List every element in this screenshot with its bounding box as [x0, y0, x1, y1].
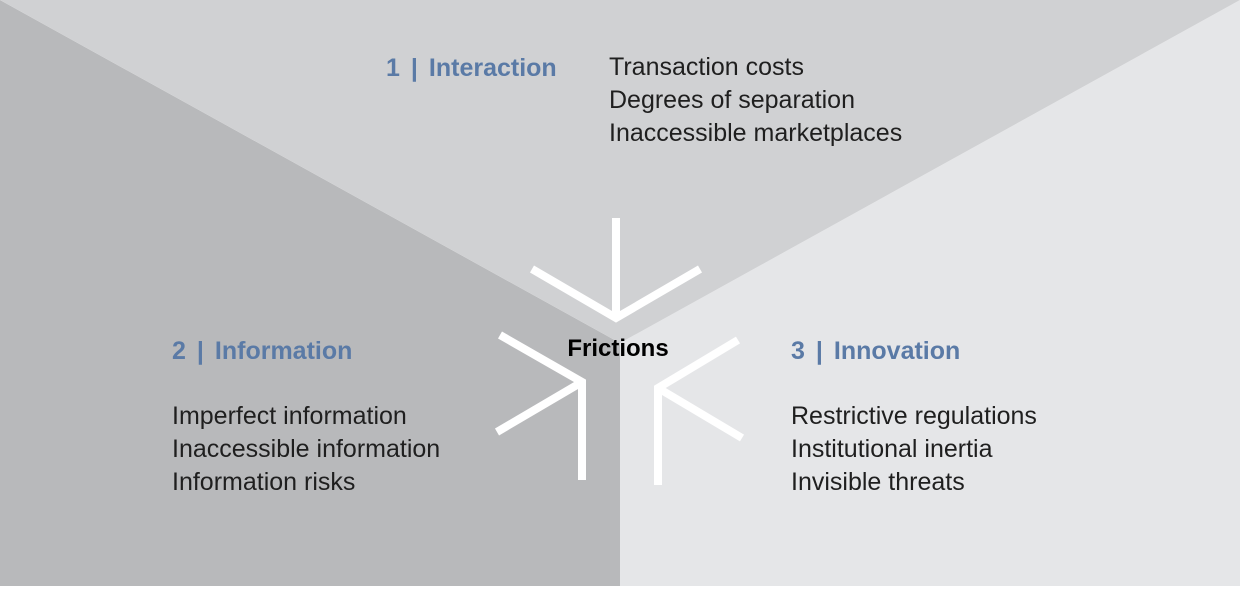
list-item: Degrees of separation	[609, 86, 855, 114]
interaction-heading: 1 | Interaction	[386, 53, 557, 83]
list-item: Imperfect information	[172, 402, 407, 430]
section-separator: |	[410, 54, 418, 82]
bottom-strip	[0, 586, 1240, 589]
section-number: 2	[172, 337, 186, 365]
section-separator: |	[815, 337, 823, 365]
list-item: Transaction costs	[609, 53, 804, 81]
list-item: Information risks	[172, 468, 356, 496]
section-number: 1	[386, 54, 400, 82]
arrow-right-icon	[494, 331, 586, 480]
innovation-region	[620, 0, 1240, 586]
section-title: Innovation	[833, 337, 961, 365]
information-list: Imperfect information Inaccessible infor…	[172, 400, 440, 499]
center-label: Frictions	[567, 335, 669, 362]
interaction-list: Transaction costs Degrees of separation …	[609, 51, 902, 150]
section-number: 3	[791, 337, 805, 365]
list-item: Institutional inertia	[791, 435, 993, 463]
arrow-down-icon	[529, 218, 703, 323]
list-item: Restrictive regulations	[791, 402, 1037, 430]
list-item: Invisible threats	[791, 468, 965, 496]
arrow-left-icon	[654, 336, 745, 485]
interaction-region	[0, 0, 1240, 343]
list-item: Inaccessible marketplaces	[609, 119, 903, 147]
section-title: Interaction	[428, 54, 557, 82]
information-region	[0, 0, 620, 586]
innovation-list: Restrictive regulations Institutional in…	[791, 400, 1037, 499]
innovation-heading: 3 | Innovation	[791, 336, 960, 366]
list-item: Inaccessible information	[172, 435, 441, 463]
section-title: Information	[214, 337, 353, 365]
section-separator: |	[196, 337, 204, 365]
information-heading: 2 | Information	[172, 336, 352, 366]
